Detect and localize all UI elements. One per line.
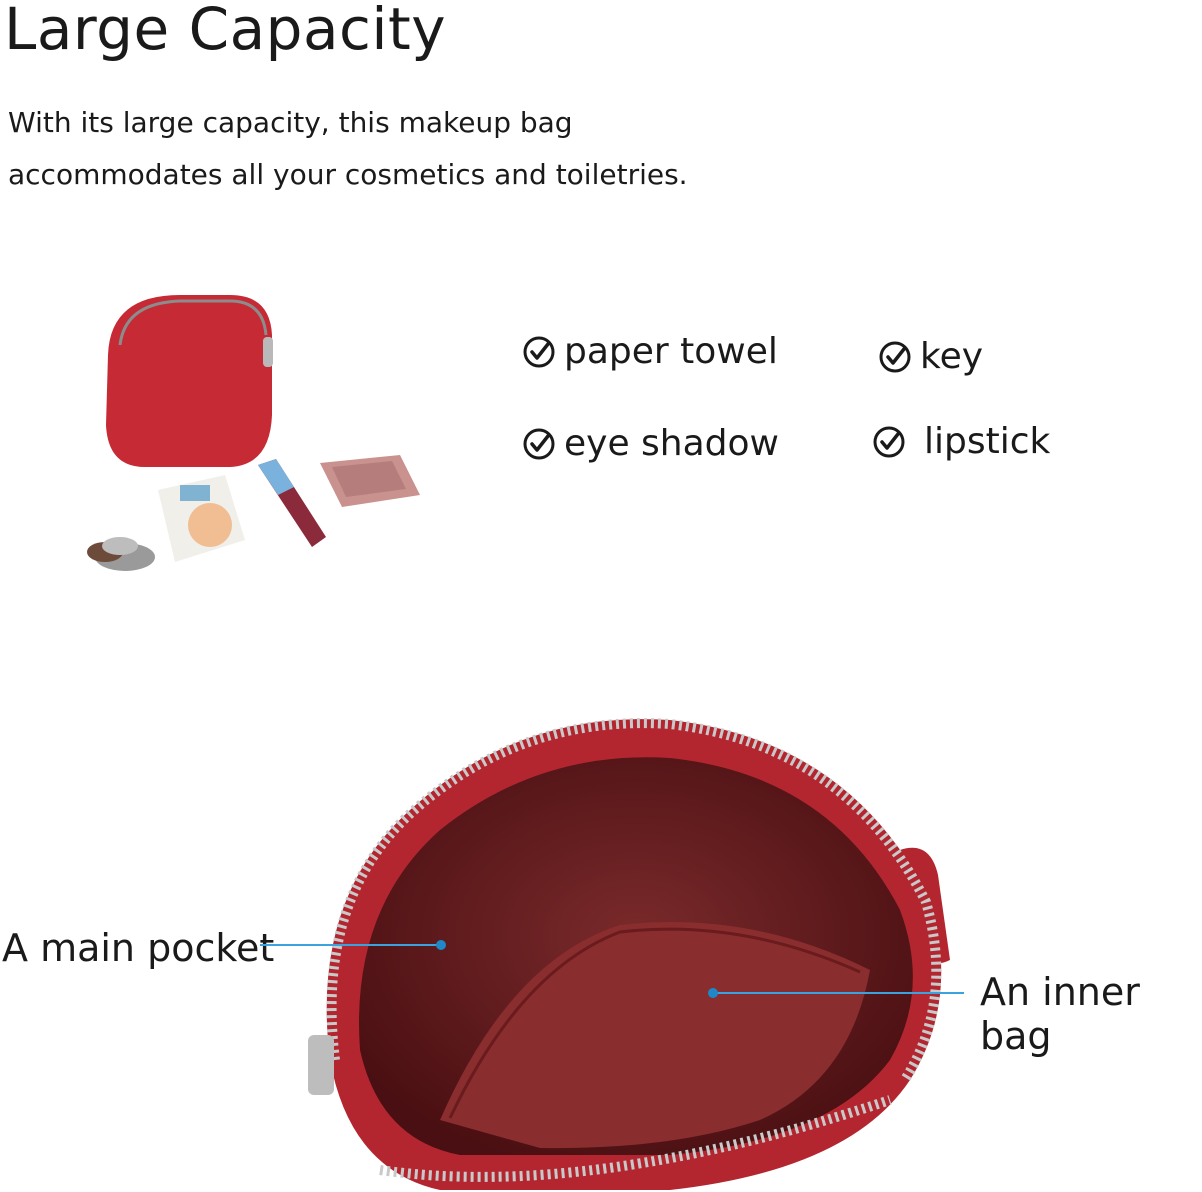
closed-pouch — [106, 295, 272, 467]
checklist-label: eye shadow — [564, 423, 779, 464]
check-circle-icon — [523, 428, 555, 460]
zipper-pull — [308, 1035, 334, 1095]
checklist-item-eye-shadow: eye shadow — [522, 424, 779, 464]
product-contents-photo — [87, 295, 420, 571]
checklist-item-paper-towel: paper towel — [522, 332, 778, 372]
checklist-label: lipstick — [924, 421, 1051, 462]
check-circle-icon — [879, 341, 911, 373]
zipper-pull — [263, 337, 273, 367]
pouch-zipper — [118, 299, 268, 346]
coin — [102, 537, 138, 555]
check-circle-icon — [523, 336, 555, 368]
callout-dot-main-pocket — [436, 940, 446, 950]
callout-line-main-pocket — [260, 944, 442, 946]
zipper-teeth-lower — [379, 1095, 892, 1182]
checklist-item-lipstick: lipstick — [872, 422, 1050, 462]
description-line-1: With its large capacity, this makeup bag — [8, 106, 573, 139]
check-circle-icon — [873, 426, 905, 458]
callout-inner-bag: An inner bag — [980, 970, 1140, 1058]
checklist-label: paper towel — [564, 331, 778, 372]
zipper-teeth — [326, 718, 942, 1081]
callout-dot-inner-bag — [708, 988, 718, 998]
page-title: Large Capacity — [4, 0, 447, 63]
checklist-label: key — [920, 336, 984, 377]
callout-main-pocket: A main pocket — [2, 926, 275, 970]
callout-line-inner-bag — [712, 992, 964, 994]
open-pouch-photo — [308, 718, 950, 1190]
checklist-item-key: key — [878, 337, 983, 377]
description-line-2: accommodates all your cosmetics and toil… — [8, 158, 688, 191]
